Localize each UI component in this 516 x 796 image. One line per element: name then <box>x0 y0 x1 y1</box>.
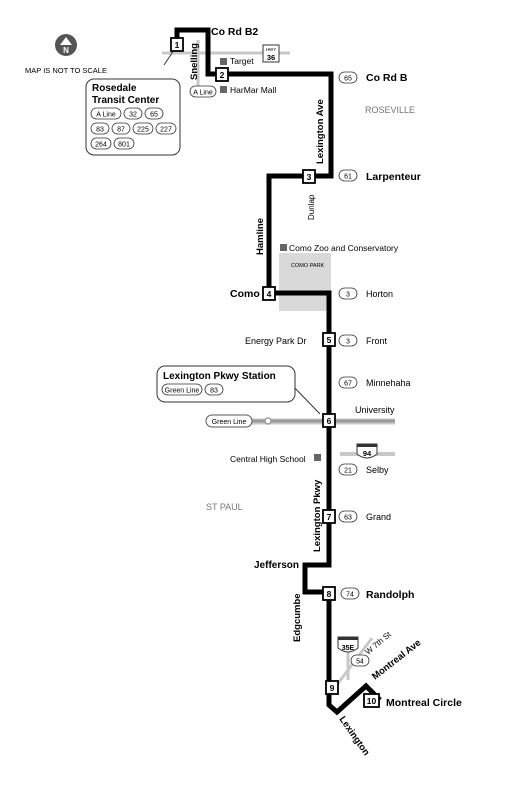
highway-shields: HWY 36 94 35E <box>262 44 378 653</box>
green-line-badge: Green Line <box>212 419 247 426</box>
street-label: Edgcumbe <box>292 593 303 642</box>
route-badge: 21 <box>344 468 352 475</box>
street-label: Horton <box>366 289 393 299</box>
station-callout: Lexington Pkwy Station Green Line 83 <box>156 365 321 415</box>
connecting-routes: 65 61 3 3 67 21 63 74 54 <box>338 71 370 667</box>
street-label: Randolph <box>366 589 414 601</box>
street-label: Lexington Ave <box>315 99 326 164</box>
area-label: ST PAUL <box>206 502 243 512</box>
area-labels: ROSEVILLE ST PAUL <box>206 105 415 512</box>
hwy-number: 36 <box>267 53 275 62</box>
street-label: Co Rd B <box>366 72 408 84</box>
landmark-label: Central High School <box>230 454 306 464</box>
timepoint-marker: 9 <box>330 683 335 693</box>
route-badge: 225 <box>137 127 149 134</box>
interstate-35e-shield-icon: 35E <box>337 636 359 653</box>
street-label: Como <box>230 288 260 300</box>
route-badge: 227 <box>160 127 172 134</box>
hwy-number: 94 <box>363 449 372 458</box>
street-label: Grand <box>366 512 391 522</box>
timepoint-marker: 4 <box>267 289 272 299</box>
timepoint-marker: 10 <box>367 696 377 706</box>
timepoint-marker: 6 <box>327 416 332 426</box>
route-badge: A Line <box>96 112 116 119</box>
route-badge: A Line <box>193 90 213 97</box>
route-line <box>174 27 382 716</box>
route-badge: 83 <box>96 127 104 134</box>
route-badge: 61 <box>344 174 352 181</box>
area-label: ROSEVILLE <box>365 105 415 115</box>
station-name: Lexington Pkwy Station <box>163 371 276 382</box>
landmark-markers <box>220 58 321 461</box>
street-label: Front <box>366 336 388 346</box>
timepoint-marker: 8 <box>327 589 332 599</box>
background-roads <box>162 40 395 691</box>
route-badge: 87 <box>117 127 125 134</box>
north-letter: N <box>63 46 69 55</box>
timepoint-marker: 7 <box>327 512 332 522</box>
hwy-36-shield-icon: HWY 36 <box>262 44 280 63</box>
route-badge: 54 <box>356 659 364 666</box>
hwy-label: HWY <box>266 47 277 52</box>
street-label: Snelling <box>189 43 200 80</box>
street-label: Selby <box>366 465 389 475</box>
route-badge: 3 <box>346 339 350 346</box>
scale-note: MAP IS NOT TO SCALE <box>25 66 107 75</box>
route-badge: 264 <box>95 142 107 149</box>
route-badge: 83 <box>210 388 218 395</box>
interstate-94-shield-icon: 94 <box>356 443 378 459</box>
street-label: Montreal Circle <box>386 697 462 709</box>
transit-center-name-2: Transit Center <box>92 95 159 106</box>
landmark-label: COMO PARK <box>291 263 325 269</box>
route-badge: 65 <box>150 112 158 119</box>
transit-center-name: Rosedale <box>92 83 137 94</box>
compass: N MAP IS NOT TO SCALE <box>25 34 107 75</box>
timepoint-marker: 5 <box>327 335 332 345</box>
street-label: Hamline <box>255 218 266 255</box>
rosedale-callout: Rosedale Transit Center A Line 32 65 83 … <box>85 49 181 156</box>
street-label: Co Rd B2 <box>211 26 258 38</box>
street-label: Jefferson <box>254 560 299 571</box>
route-badge: 801 <box>118 142 130 149</box>
route-badge: 3 <box>346 292 350 299</box>
route-badge: 63 <box>344 515 352 522</box>
route-badge: 32 <box>129 112 137 119</box>
landmark-label: Como Zoo and Conservatory <box>289 243 399 253</box>
street-label: University <box>355 405 395 415</box>
street-label: Energy Park Dr <box>245 336 307 346</box>
route-badge: 65 <box>344 76 352 83</box>
transit-center-routes: A Line 32 65 83 87 225 227 264 801 <box>90 107 177 150</box>
street-label: Dunlap <box>307 194 316 220</box>
timepoint-marker: 3 <box>307 172 312 182</box>
landmark-label: HarMar Mall <box>230 85 276 95</box>
como-park-area <box>279 253 331 311</box>
landmark-labels: Target HarMar Mall Como Zoo and Conserva… <box>230 56 399 464</box>
route-badge: Green Line <box>165 388 200 395</box>
timepoint-marker: 1 <box>175 40 180 50</box>
route-badge: 67 <box>344 381 352 388</box>
timepoint-marker: 2 <box>220 70 225 80</box>
green-line-rail: Green Line <box>205 414 395 428</box>
street-label: Lexington <box>337 714 372 758</box>
street-label: Larpenteur <box>366 171 421 183</box>
timepoints: 1 2 3 4 5 6 7 8 9 10 <box>170 37 380 708</box>
landmark-label: Target <box>230 56 254 66</box>
hwy-number: 35E <box>342 645 355 652</box>
street-label: Lexington Pkwy <box>312 479 323 552</box>
street-label: Minnehaha <box>366 378 411 388</box>
route-badge: 74 <box>346 592 354 599</box>
